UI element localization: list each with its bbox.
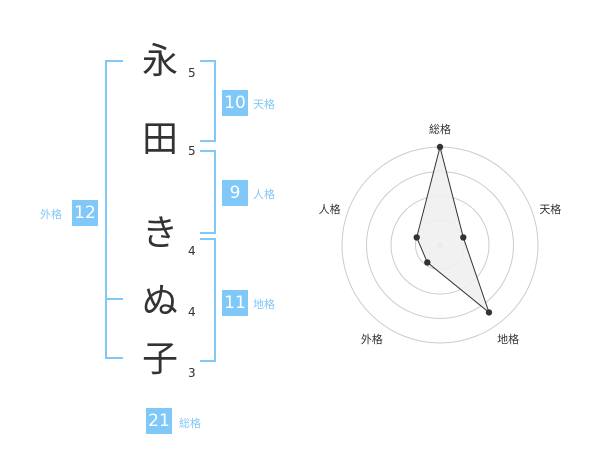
radar-point-2: [460, 234, 467, 241]
tenkaku-bracket: [200, 60, 216, 142]
radar-point-5: [413, 234, 420, 241]
gaikaku-label: 外格: [40, 208, 62, 221]
jinkaku-badge: 9: [222, 180, 248, 206]
radar-point-4: [424, 259, 431, 266]
jinkaku-label: 人格: [253, 188, 275, 201]
radar-axis-label-5: 人格: [319, 202, 341, 216]
name-char-2: 田: [141, 119, 178, 160]
tenkaku-label: 天格: [253, 98, 275, 111]
tenkaku-badge: 10: [222, 90, 248, 116]
radar-axis-label-2: 天格: [539, 202, 561, 216]
stroke-count-5: 3: [188, 366, 196, 380]
chikaku-label: 地格: [253, 298, 275, 311]
gaikaku-bracket-mid: [105, 298, 123, 300]
radar-axis-label-1: 総格: [429, 122, 451, 136]
name-char-4: ぬ: [141, 281, 178, 322]
name-char-3: き: [141, 213, 178, 254]
chikaku-bracket: [200, 238, 216, 362]
radar-axis-label-4: 外格: [361, 332, 383, 346]
gaikaku-bracket-top: [105, 60, 123, 62]
stroke-count-2: 5: [188, 144, 196, 158]
gaikaku-bracket-bottom: [105, 357, 123, 359]
name-char-1: 永: [141, 41, 178, 82]
jinkaku-bracket: [200, 150, 216, 234]
gaikaku-bracket: [105, 60, 107, 358]
stroke-count-4: 4: [188, 305, 196, 319]
radar-point-1: [436, 143, 444, 151]
stroke-count-1: 5: [188, 66, 196, 80]
gaikaku-badge: 12: [72, 200, 98, 226]
soukaku-label: 総格: [179, 417, 201, 430]
stroke-count-3: 4: [188, 244, 196, 258]
chikaku-badge: 11: [222, 290, 248, 316]
name-char-5: 子: [141, 339, 178, 380]
radar-axis-label-3: 地格: [497, 332, 519, 346]
soukaku-badge: 21: [146, 408, 172, 434]
radar-data-area: [416, 146, 490, 314]
radar-point-3: [485, 309, 493, 316]
